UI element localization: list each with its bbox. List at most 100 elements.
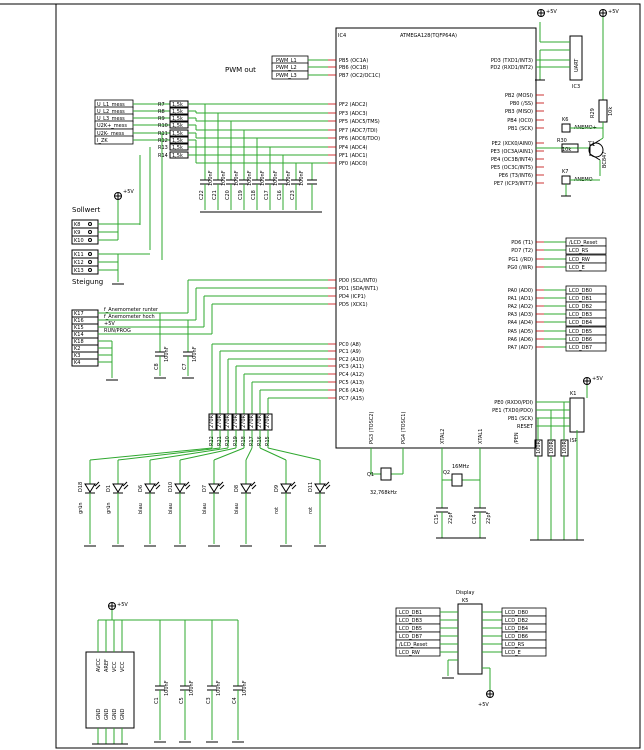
gnd-pin-3: GND <box>120 708 126 720</box>
lcd-net-10: LCD_DB6 <box>569 337 592 343</box>
anemo-net-0: f_Anemometer runter <box>104 307 159 313</box>
meas-net-0: U_L1_mess <box>97 102 125 108</box>
cap-val-4: 100nF <box>260 170 266 186</box>
jumper-steigung-2: K13 <box>74 268 84 274</box>
t1-label: T1 <box>587 141 596 148</box>
res-ref-3: R10 <box>158 123 168 129</box>
svg-text:100nF: 100nF <box>192 346 198 362</box>
svg-text:C14: C14 <box>472 514 478 524</box>
led-array: 270RR22D18grün270RR21D1grün270RR20D6blau… <box>78 343 331 547</box>
ic-pin-left-10: PF0 (ADC0) <box>339 161 368 167</box>
ic-main-ref: IC4 <box>338 33 346 39</box>
res-val-2: 1,5k <box>172 116 183 122</box>
ic-pin-left-5: PF5 (ADC5/TMS) <box>339 119 380 125</box>
lcd-net-7: LCD_DB3 <box>569 312 592 318</box>
led-ref-0: D18 <box>78 482 84 492</box>
led-color-4: blau <box>202 503 208 514</box>
res-ref-0: R7 <box>158 102 165 108</box>
svg-text:100R: 100R <box>562 440 568 454</box>
disp-left-1: LCD_DB3 <box>399 618 422 624</box>
jumper-sollwert-1: K9 <box>74 230 80 236</box>
res-ref-5: R12 <box>158 138 168 144</box>
anemo-net-1: f_Anemometer hoch <box>104 314 155 320</box>
ic-pin-left-15: PC0 (A8) <box>339 342 361 348</box>
pwm-net-1: PWM_L2 <box>276 65 297 71</box>
vcc-label-2: +5V <box>608 9 619 15</box>
meas-net-3: U2K+_mess <box>97 123 127 129</box>
ic-pin-right-19: PA2 (AD2) <box>508 304 533 310</box>
cap-ref-7: C23 <box>290 190 296 200</box>
disp-right-0: LCD_DB0 <box>505 610 528 616</box>
cap-val-2: 100nF <box>234 170 240 186</box>
led-color-5: blau <box>234 503 240 514</box>
anemo-net-3: RUN/PROG <box>104 328 131 334</box>
pwr-pin-2: VCC <box>112 661 118 672</box>
cap-ref-1: C21 <box>212 190 218 200</box>
sheet-frame <box>55 3 641 749</box>
jumper-steigung-0: K11 <box>74 252 84 258</box>
ic-pin-right-1: PD2 (RXD1/INT2) <box>490 65 533 71</box>
conn-anemo-3: K14 <box>74 332 84 338</box>
cap-val-3: 100nF <box>247 170 253 186</box>
jumper-steigung-1: K12 <box>74 260 84 266</box>
res-ref-1: R8 <box>158 109 165 115</box>
vcc-label-pwr: +5V <box>117 602 128 608</box>
ic-pin-left-21: PC6 (A14) <box>339 388 364 394</box>
conn-anemo-6: K3 <box>74 353 80 359</box>
cap-ref-3: C19 <box>238 190 244 200</box>
ic-pin-left-19: PC4 (A12) <box>339 372 364 378</box>
ic-pin-left-22: PC7 (A15) <box>339 396 364 402</box>
cap-pwr-ref-1: C5 <box>179 697 185 704</box>
disp-right-3: LCD_DB6 <box>505 634 528 640</box>
k5-label: K5 <box>462 598 468 604</box>
cap-val-1: 100nF <box>221 170 227 186</box>
led-color-0: grün <box>78 502 84 514</box>
lcd-net-4: LCD_DB0 <box>569 288 592 294</box>
ic-pin-left-18: PC3 (A11) <box>339 364 364 370</box>
ic-pin-right-28: RESET <box>517 424 534 430</box>
led-res-val-5: 270R <box>249 414 255 428</box>
ic-pin-left-11: PD0 (SCL/INT0) <box>339 278 377 284</box>
lcd-net-0: /LCD_Reset <box>569 240 597 246</box>
conn-anemo-1: K16 <box>74 318 84 324</box>
conn-anemo-0: K17 <box>74 311 84 317</box>
lcd-net-2: LCD_RW <box>569 257 590 263</box>
ic-pin-right-17: PA0 (AD0) <box>508 288 533 294</box>
ic-pin-right-6: PB1 (SCK) <box>508 126 533 132</box>
isp-label: ISP <box>570 438 578 444</box>
led-ref-1: D1 <box>106 485 112 492</box>
pwm-net-2: PWM_L3 <box>276 73 297 79</box>
k1-label: K1 <box>570 391 576 397</box>
ic-pin-right-27: PB1 (SCK) <box>508 416 533 422</box>
q2-label: Q2 <box>443 470 450 476</box>
meas-net-2: U_L3_mess <box>97 116 125 122</box>
gnd-pin-1: GND <box>104 708 110 720</box>
pwm-net-0: PWM_L1 <box>276 58 297 64</box>
ic-pin-right-25: PE0 (RXD0/PDI) <box>494 400 533 406</box>
led-color-2: blau <box>138 503 144 514</box>
lcd-net-1: LCD_RS <box>569 248 588 254</box>
ic-pin-left-0: PB5 (OC1A) <box>339 58 368 64</box>
ic-pin-right-13: PD6 (T1) <box>511 240 533 246</box>
crystal-section: Q1 32,768kHz Q2 16MHz C15 C14 22pF 22pF <box>367 448 492 539</box>
lcd-net-5: LCD_DB1 <box>569 296 592 302</box>
isp-connector: K1 ISP +5V 100R 100R 100R <box>530 376 603 541</box>
conn-anemo-4: K18 <box>74 339 84 345</box>
ic-pin-right-7: PE2 (XCK0/AIN0) <box>492 141 533 147</box>
pwr-pin-3: VCC <box>120 661 126 672</box>
power-block: +5VAVCCGNDAREFGNDVCCGNDVCCGNDC1100nFC510… <box>85 602 248 745</box>
cap-pwr-ref-0: C1 <box>154 697 160 704</box>
meas-net-5: I_ZK <box>97 138 108 144</box>
ic-pin-left-17: PC2 (A10) <box>339 357 364 363</box>
ic-pin-right-0: PD3 (TXD1/INT3) <box>491 58 533 64</box>
r-t-label: R29 <box>590 108 596 118</box>
ic-pin-left-9: PF1 (ADC1) <box>339 153 368 159</box>
vcc-label-jumper: +5V <box>123 189 134 195</box>
svg-text:C15: C15 <box>434 514 440 524</box>
ic-pin-bottom-3: XTAL1 <box>478 429 484 444</box>
ic-pin-right-9: PE4 (OC3B/INT4) <box>491 157 533 163</box>
